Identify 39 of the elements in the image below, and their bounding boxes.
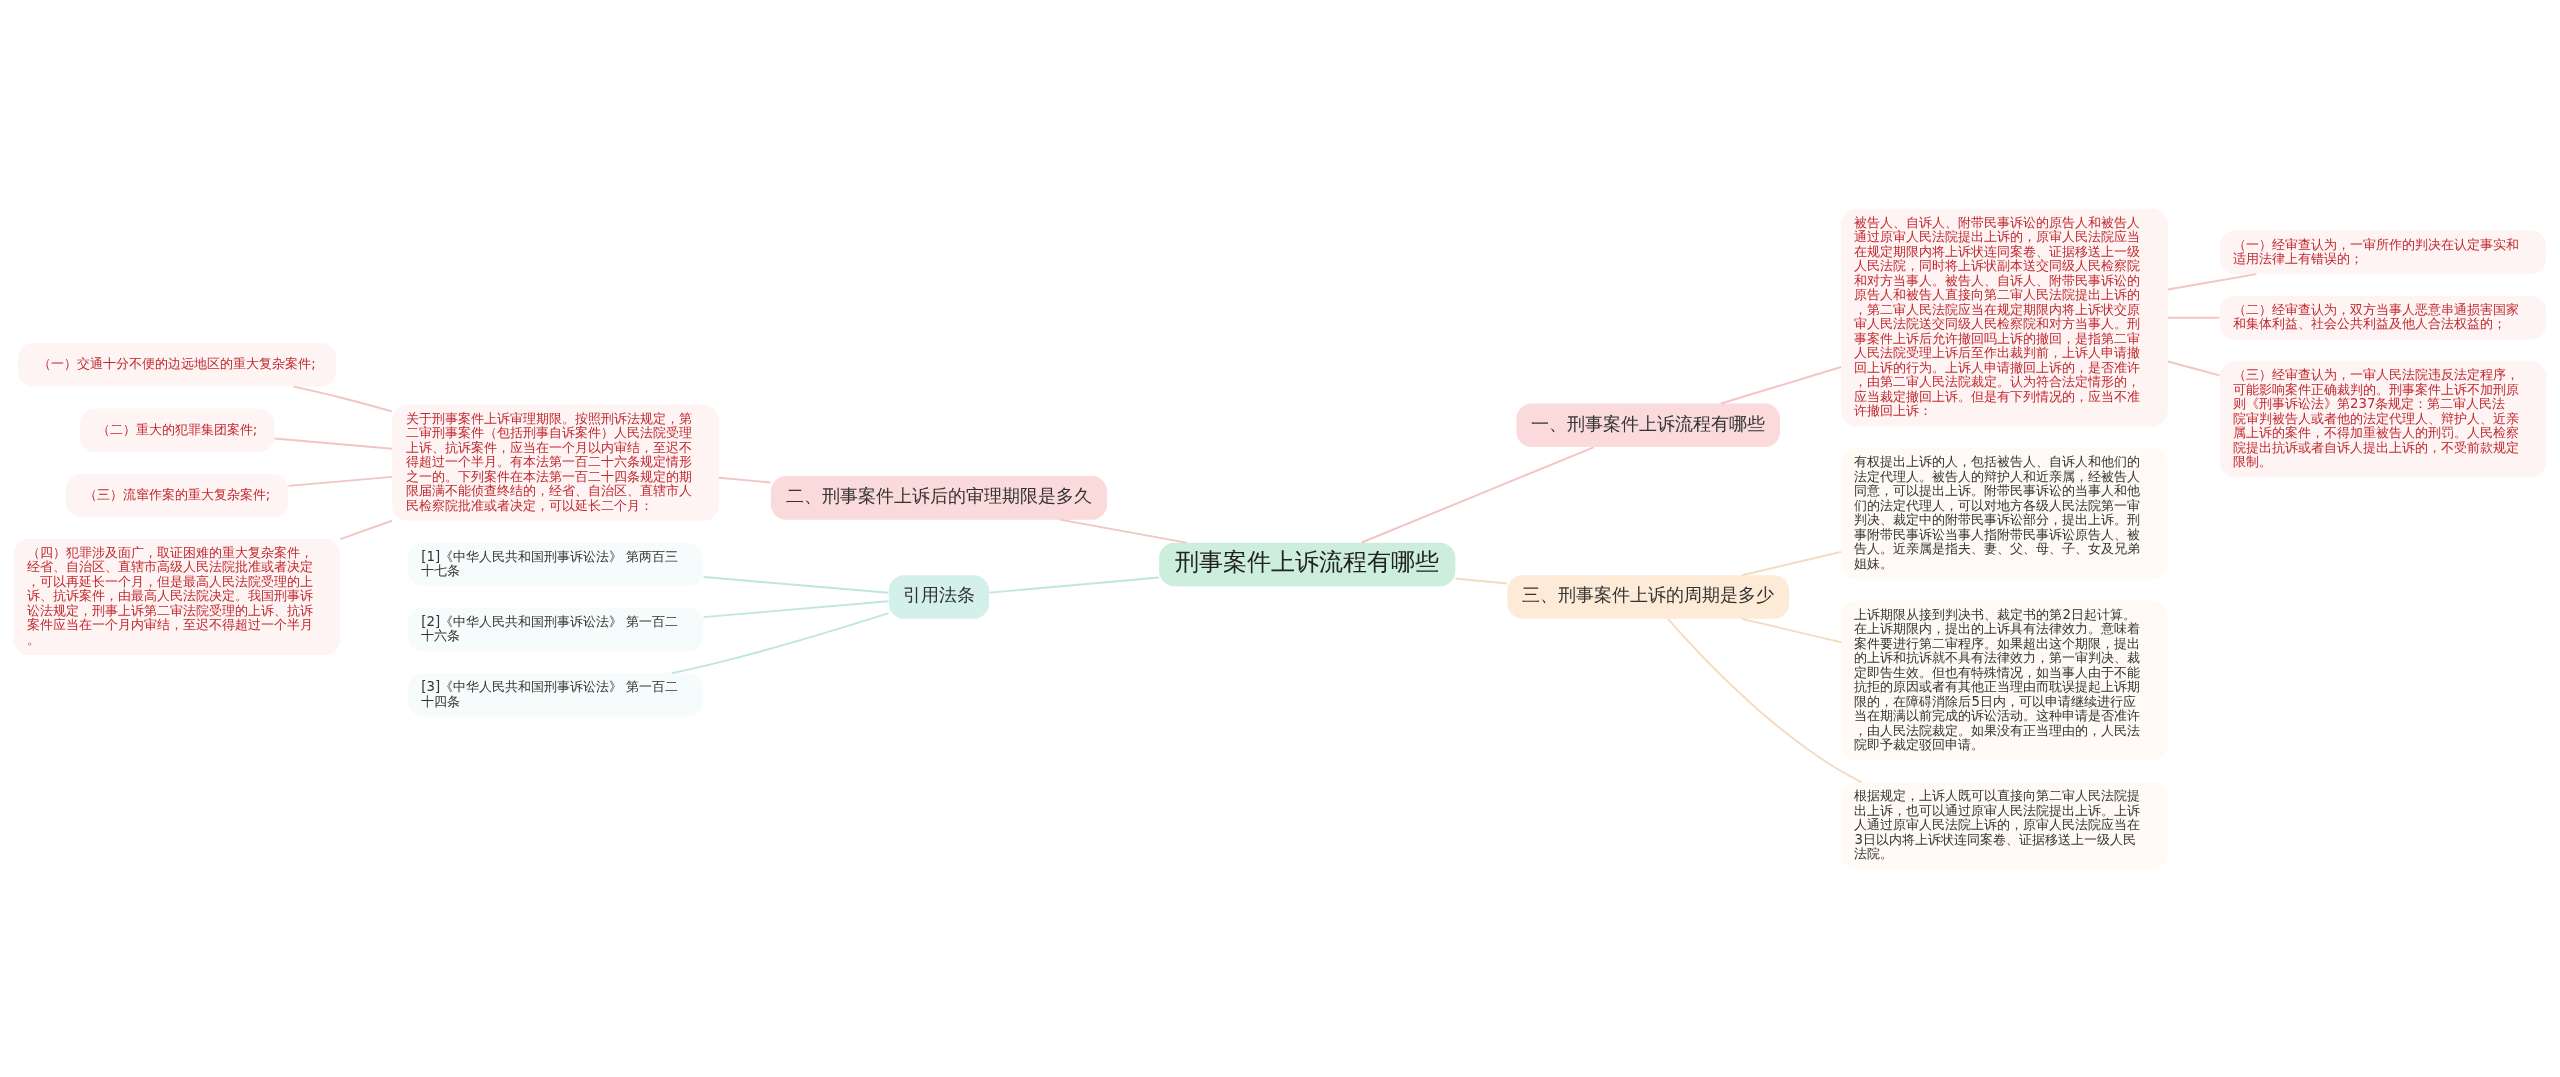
connector xyxy=(2166,316,2221,319)
connector xyxy=(717,476,772,483)
node-box: 三、刑事案件上诉的周期是多少 xyxy=(1507,574,1790,619)
node-box: 被告人、自诉人、附带民事诉讼的原告人和被告人通过原审人民法院提出上诉的，原审人民法院应当在规定期限内将上诉状连同案卷、证据移送上一级人民法院，同时将上诉状副本送交同级人民检察院和对方当事人。被告人、自诉人、附带民事诉讼的原告人和被告人直接向第二审人民法院提出上诉的，第二审人民法院应当在规定期限内将上诉状交原审人民法院送交同级人民检察院和对方当事人。刑事案件上诉后允许撤回吗上诉的撤回，是指第二审人民法院受理上诉后至作出裁判前，上诉人申请撤回上诉的行为。上诉人申请撤回上诉的，是否准许，由第二审人民法院裁定。认为符合法定情形的，应当裁定撤回上诉。但是有下列情况的，应当不准许撤回上诉： xyxy=(1841,208,2168,427)
node-box: （二）重大的犯罪集团案件; xyxy=(79,407,275,452)
connector xyxy=(1720,365,1843,404)
connector xyxy=(287,475,393,487)
connector xyxy=(292,385,393,412)
connector xyxy=(1741,550,1843,576)
connector xyxy=(702,599,890,618)
node-box: [1]《中华人民共和国刑事诉讼法》 第两百三十七条 xyxy=(408,542,704,586)
node-box: 引用法条 xyxy=(888,574,990,619)
node-box: （二）经审查认为，双方当事人恶意串通损害国家和集体利益、社会公共利益及他人合法权益的； xyxy=(2219,295,2547,339)
node-box: 根据规定，上诉人既可以直接向第二审人民法院提出上诉，也可以通过原审人民法院提出上诉。上诉人通过原审人民法院上诉的，原审人民法院应当在3日以内将上诉状连同案卷、证据移送上一级人民法院。 xyxy=(1841,781,2168,869)
connector xyxy=(1454,577,1509,584)
node-box: （三）经审查认为，一审人民法院违反法定程序，可能影响案件正确裁判的。刑事案件上诉不加刑原则《刑事诉讼法》第237条规定：第二审人民法院审判被告人或者他的法定代理人、辩护人、近亲属上诉的案件，不得加重被告人的刑罚。人民检察院提出抗诉或者自诉人提出上诉的，不受前款规定限制。 xyxy=(2219,360,2547,477)
node-box: [3]《中华人民共和国刑事诉讼法》 第一百二十四条 xyxy=(408,672,704,717)
connector xyxy=(988,576,1160,594)
connector xyxy=(1666,617,1863,783)
connector xyxy=(670,611,890,674)
connector xyxy=(702,575,890,594)
node-box: （四）犯罪涉及面广，取证困难的重大复杂案件，经省、自治区、直辖市高级人民法院批准或者决定，可以再延长一个月，但是最高人民法院受理的上诉、抗诉案件，由最高人民法院决定。我国刑事诉讼法规定，刑事上诉第二审法院受理的上诉、抗诉案件应当在一个月内审结，至迟不得超过一个半月。 xyxy=(13,538,341,655)
node-box: 上诉期限从接到判决书、裁定书的第2日起计算。在上诉期限内，提出的上诉具有法律效力。意味着案件要进行第二审程序。如果超出这个期限，提出的上诉和抗诉就不具有法律效力，第一审判决、裁定即告生效。但也有特殊情况，如当事人由于不能抗拒的原因或者有其他正当理由而耽误提起上诉期限的，在障碍消除后5日内，可以申请继续进行应当在期满以前完成的诉讼活动。这种申请是否准许，由人民法院裁定。如果没有正当理由的，人民法院即予裁定驳回申请。 xyxy=(1841,600,2168,760)
connector xyxy=(273,437,394,450)
connector xyxy=(2166,272,2258,290)
node-box: 刑事案件上诉流程有哪些 xyxy=(1159,542,1456,586)
connector xyxy=(1059,518,1188,544)
node-box: 关于刑事案件上诉审理期限。按照刑诉法规定，第二审刑事案件（包括刑事自诉案件）人民法院受理上诉、抗诉案件，应当在一个月以内审结，至迟不得超过一个半月。有本法第一百二十六条规定情形之一的。下列案件在本法第一百二十四条规定的期限届满不能侦查终结的，经省、自治区、直辖市人民检察院批准或者决定，可以延长二个月： xyxy=(392,404,719,521)
node-box: 二、刑事案件上诉后的审理期限是多久 xyxy=(770,475,1108,520)
node-box: （一）经审查认为，一审所作的判决在认定事实和适用法律上有错误的； xyxy=(2219,230,2547,274)
connector xyxy=(1741,617,1843,643)
connector xyxy=(339,519,394,540)
connector xyxy=(2166,360,2221,376)
node-box: 有权提出上诉的人，包括被告人、自诉人和他们的法定代理人。被告人的辩护人和近亲属，经被告人同意，可以提出上诉。附带民事诉讼的当事人和他们的法定代理人，可以对地方各级人民法院第一审判决、裁定中的附带民事诉讼部分，提出上诉。刑事附带民事诉讼当事人指附带民事诉讼原告人、被告人。近亲属是指夫、妻、父、母、子、女及兄弟姐妹。 xyxy=(1841,447,2168,579)
node-box: [2]《中华人民共和国刑事诉讼法》 第一百二十六条 xyxy=(408,607,704,651)
node-box: （三）流窜作案的重大复杂案件; xyxy=(65,473,289,517)
connector xyxy=(1360,445,1595,543)
node-box: （一）交通十分不便的边远地区的重大复杂案件; xyxy=(18,342,337,387)
node-box: 一、刑事案件上诉流程有哪些 xyxy=(1516,403,1781,447)
